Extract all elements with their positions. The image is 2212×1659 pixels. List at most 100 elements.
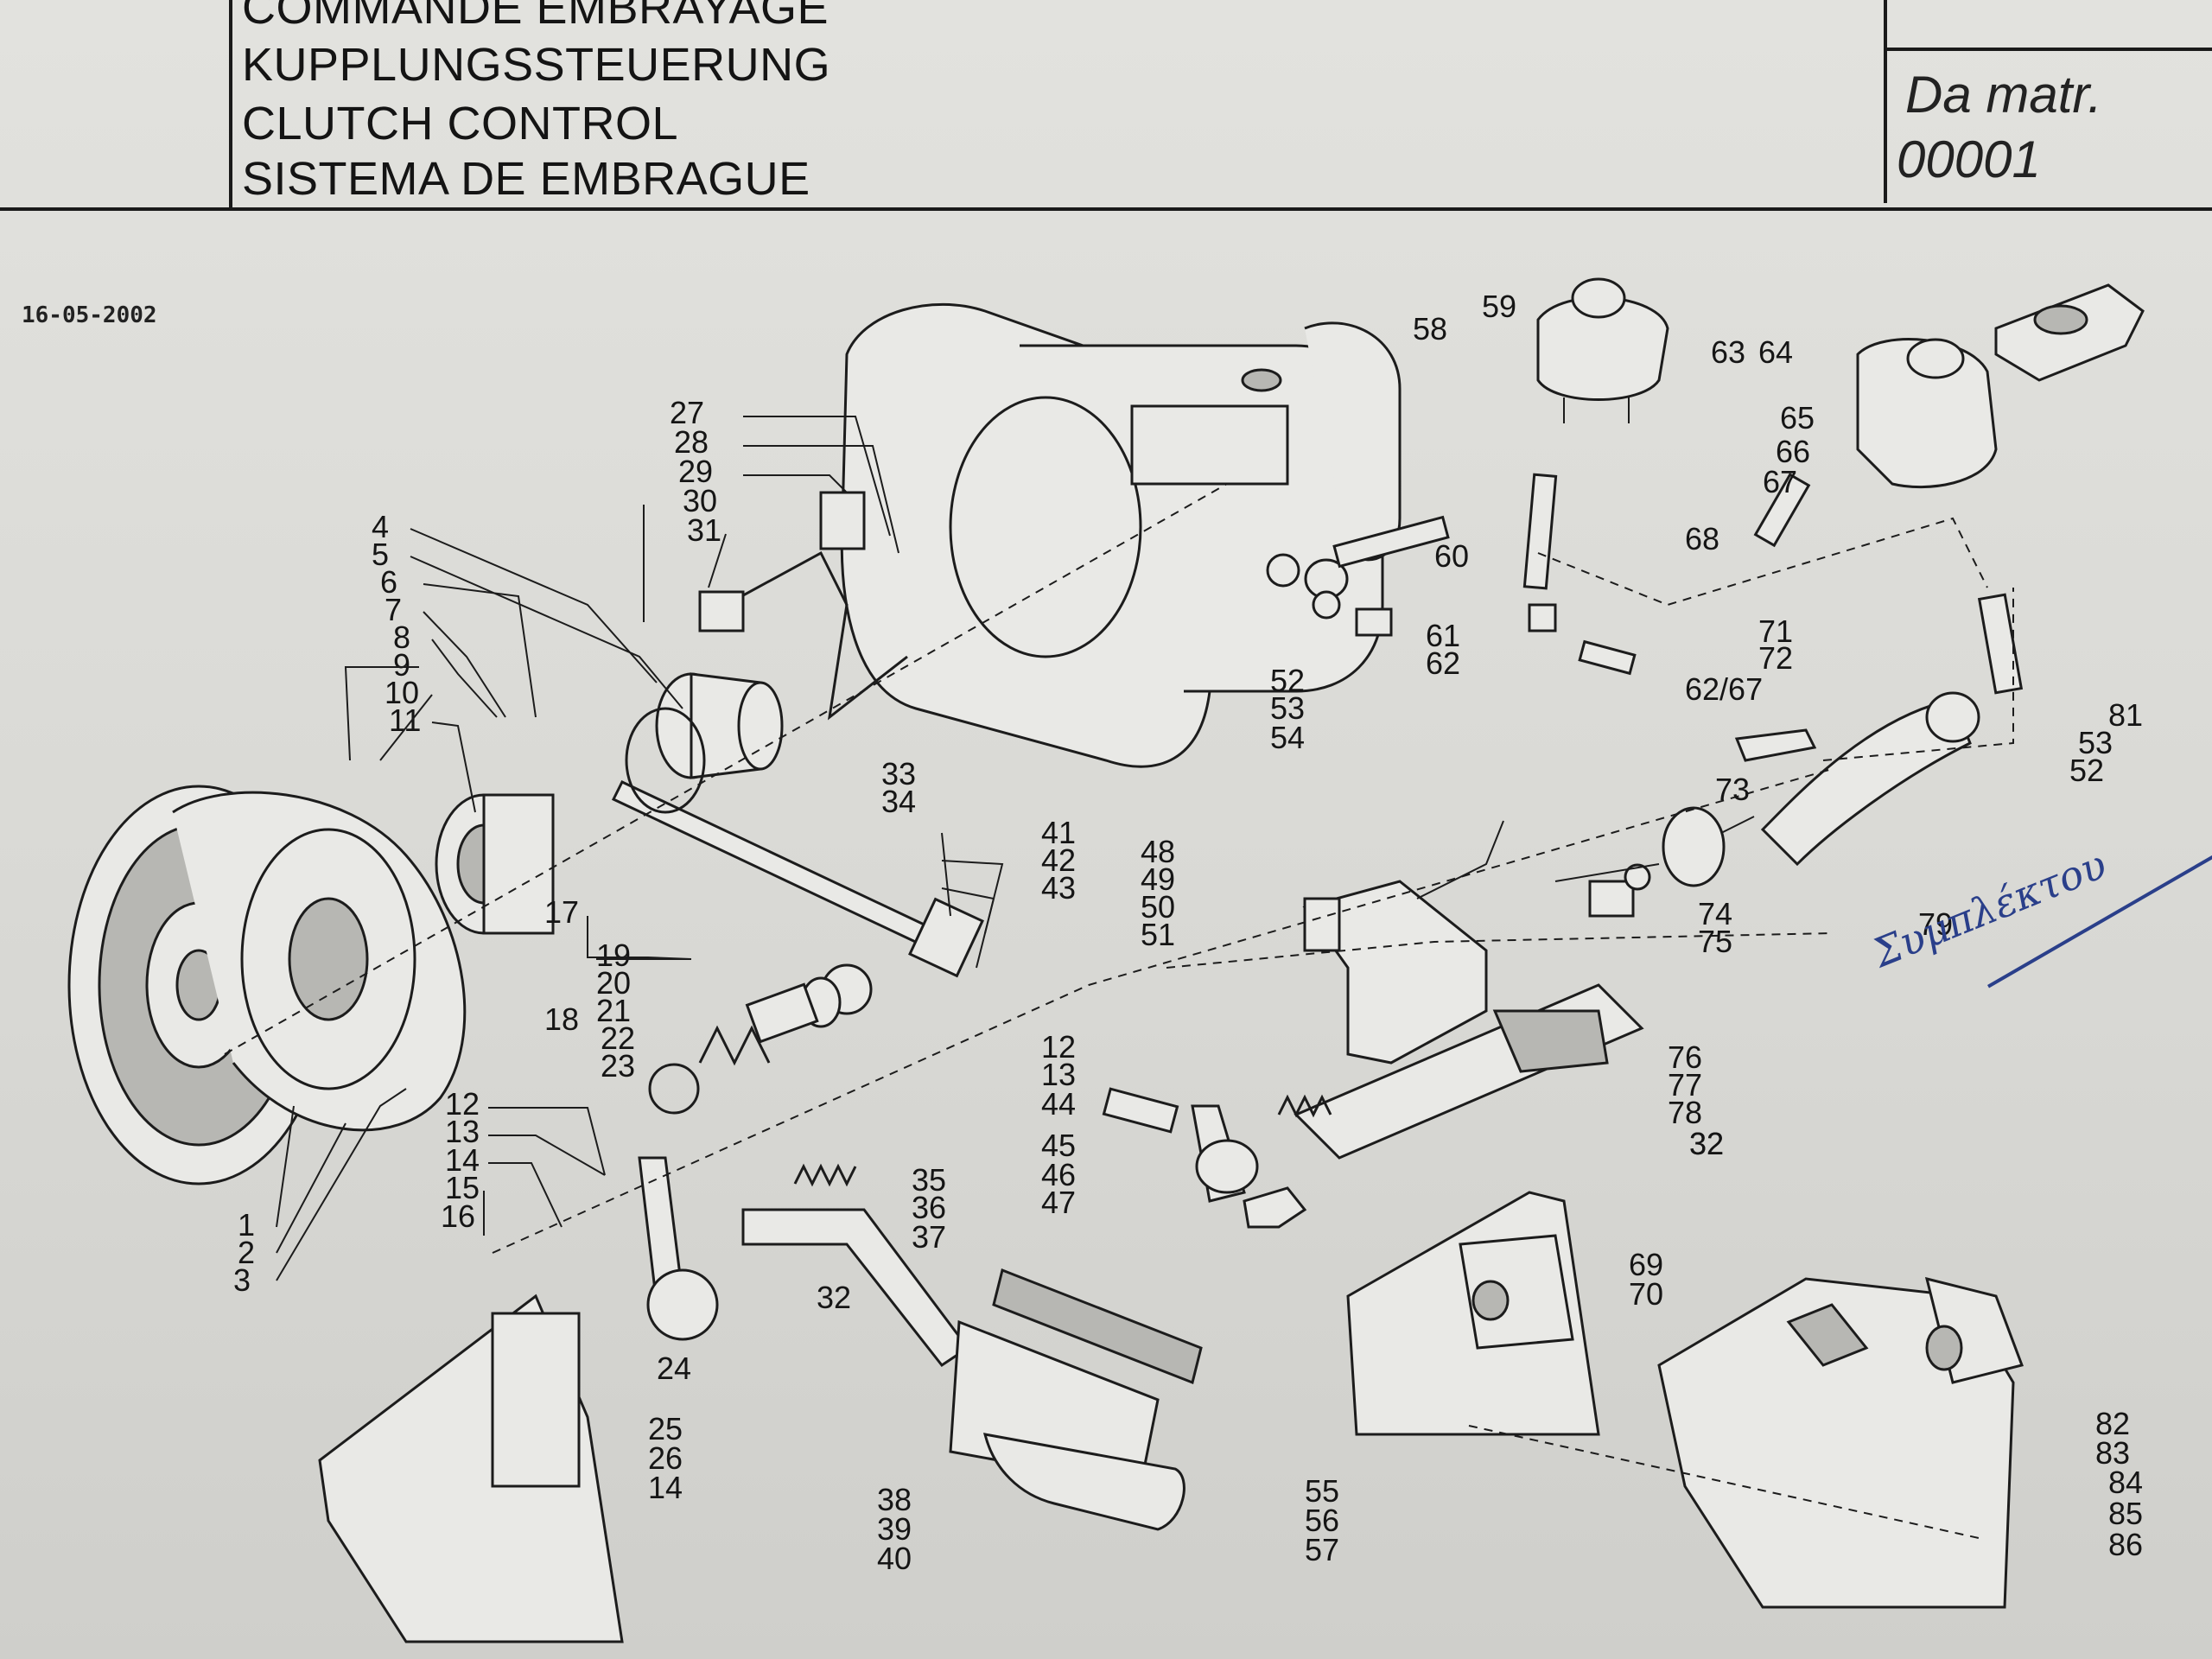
callout: 8: [393, 620, 410, 655]
callout: 13: [1041, 1057, 1076, 1092]
callout: 9: [393, 647, 410, 683]
title-german: KUPPLUNGSSTEUERUNG: [242, 39, 831, 91]
callout: 26: [648, 1440, 683, 1476]
callout: 38: [877, 1482, 912, 1517]
header-divider-right: [1884, 0, 1887, 203]
callout: 40: [877, 1541, 912, 1576]
header-divider-horizontal: [1884, 48, 2212, 51]
callout: 44: [1041, 1086, 1076, 1122]
callout: 63: [1711, 334, 1745, 370]
footplate: [1294, 983, 1644, 1160]
callout: 3: [233, 1262, 251, 1298]
callout: 67: [1763, 464, 1797, 499]
callout: 85: [2108, 1496, 2143, 1531]
callout: 53: [2078, 725, 2113, 760]
callout: 69: [1629, 1247, 1663, 1282]
hoses: [1522, 473, 2024, 762]
callout: 31: [687, 512, 721, 548]
callout: 22: [601, 1020, 635, 1056]
linkage-arm: [1102, 1087, 1307, 1229]
master-cylinder: [1719, 691, 1980, 867]
callout: 32: [1689, 1126, 1724, 1161]
callout: 84: [2108, 1465, 2143, 1500]
release-shaft: [611, 780, 984, 978]
callout: 83: [2095, 1435, 2130, 1471]
drawing-date: 16-05-2002: [22, 302, 157, 328]
callout: 14: [445, 1142, 480, 1178]
callout: 57: [1305, 1532, 1339, 1567]
callout: 78: [1668, 1095, 1702, 1130]
callout: 1: [238, 1207, 255, 1243]
serial-label: Da matr.: [1905, 66, 2102, 124]
callout: 51: [1141, 917, 1175, 952]
callout: 56: [1305, 1503, 1339, 1538]
callout: 36: [912, 1190, 946, 1225]
callout: 61: [1426, 618, 1460, 653]
callout: 68: [1685, 521, 1719, 556]
callout: 71: [1758, 613, 1793, 649]
callout: 52: [2069, 753, 2104, 788]
gearbox-housing: [840, 302, 1402, 768]
callout: 28: [674, 424, 709, 460]
callout: 72: [1758, 640, 1793, 676]
callout: 32: [1689, 1126, 1724, 1161]
callout: 35: [912, 1162, 946, 1198]
callout: 81: [2108, 697, 2143, 733]
reservoir-cap: [1994, 283, 2145, 382]
spring-assembly: [648, 963, 873, 1115]
leader-lines: [276, 416, 1660, 1281]
callout: 52: [1270, 663, 1305, 698]
callout: 43: [1041, 870, 1076, 906]
callout: 30: [683, 483, 717, 518]
assembly-lines: [224, 483, 2014, 1539]
callout: 17: [544, 894, 579, 930]
sensor-cable: [698, 491, 908, 721]
fittings: [1266, 515, 1557, 637]
bracket-spring: [1277, 1094, 1332, 1118]
callout: 12: [1041, 1029, 1076, 1065]
callout: 15: [445, 1170, 480, 1205]
pressure-plate: [172, 791, 467, 1132]
reservoir-right: [1856, 338, 1998, 489]
callout: 48: [1141, 834, 1175, 869]
title-english: CLUTCH CONTROL: [242, 98, 679, 149]
callout: 39: [877, 1511, 912, 1547]
callout-labels: 1 2 3 4 5 6 7 8 9 10 11 12 13 14 15 16 1…: [233, 289, 2143, 1576]
callout: 42: [1041, 842, 1076, 878]
callout: 58: [1413, 311, 1447, 346]
callout: 53: [1270, 690, 1305, 726]
callout: 33: [881, 756, 916, 791]
callout: 62/67: [1685, 671, 1763, 707]
callout: 64: [1758, 334, 1793, 370]
guide-sleeve: [625, 672, 784, 814]
callout: 23: [601, 1048, 635, 1084]
callout: 21: [596, 993, 631, 1028]
callout: 74: [1698, 896, 1732, 931]
callout: 55: [1305, 1473, 1339, 1509]
callout: 7: [385, 592, 402, 627]
callout: 86: [2108, 1527, 2143, 1562]
header-block: COMMANDE EMBRAYAGE KUPPLUNGSSTEUERUNG CL…: [0, 0, 2212, 211]
callout: 12: [445, 1086, 480, 1122]
callout: 37: [912, 1219, 946, 1255]
callout: 10: [385, 675, 419, 710]
callout: 62: [1426, 645, 1460, 681]
callout: 45: [1041, 1128, 1076, 1163]
pedal-bracket: [318, 1294, 624, 1643]
serial-value: 00001: [1897, 130, 2041, 188]
callout: 54: [1270, 720, 1305, 755]
callout: 34: [881, 784, 916, 819]
callout: 16: [441, 1198, 475, 1234]
callout: 47: [1041, 1185, 1076, 1220]
callout: 19: [596, 938, 631, 973]
callout: 25: [648, 1411, 683, 1446]
callout: 20: [596, 965, 631, 1001]
callout: 27: [670, 395, 704, 430]
callout: 76: [1668, 1039, 1702, 1075]
callout: 73: [1715, 772, 1750, 807]
callout: 41: [1041, 815, 1076, 850]
callout: 6: [380, 564, 397, 600]
callout: 79: [1918, 906, 1953, 942]
callout: 46: [1041, 1157, 1076, 1192]
